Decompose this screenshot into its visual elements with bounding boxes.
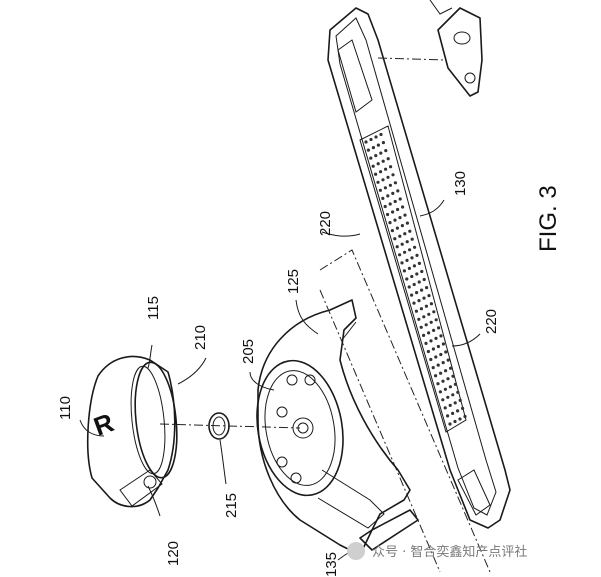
strap-texture-220	[359, 125, 467, 433]
watermark-text: 众号 · 智合奕鑫知产点评社	[372, 544, 527, 560]
reference-labels: 110 115 210 205 125 220 130 220 215 120 …	[57, 171, 500, 577]
clip-part	[429, 0, 483, 97]
svg-text:R: R	[90, 407, 118, 442]
label-210: 210	[192, 325, 209, 350]
watermark: 众号 · 智合奕鑫知产点评社	[347, 542, 527, 560]
label-110: 110	[57, 396, 74, 420]
label-115: 115	[145, 296, 162, 320]
label-130: 130	[452, 171, 469, 196]
label-205: 205	[240, 339, 257, 364]
leader-lines	[79, 199, 481, 561]
label-220-lower: 220	[483, 309, 500, 334]
cap-part-110: R	[86, 355, 178, 508]
figure-title: FIG. 3	[535, 185, 562, 252]
base-part-125	[256, 299, 419, 556]
label-120: 120	[165, 541, 182, 566]
label-125: 125	[285, 269, 302, 294]
watermark-logo-icon	[347, 542, 365, 560]
strap-part-130	[327, 7, 511, 529]
label-135: 135	[323, 552, 340, 577]
label-215: 215	[223, 493, 240, 518]
label-220-upper: 220	[317, 211, 334, 236]
